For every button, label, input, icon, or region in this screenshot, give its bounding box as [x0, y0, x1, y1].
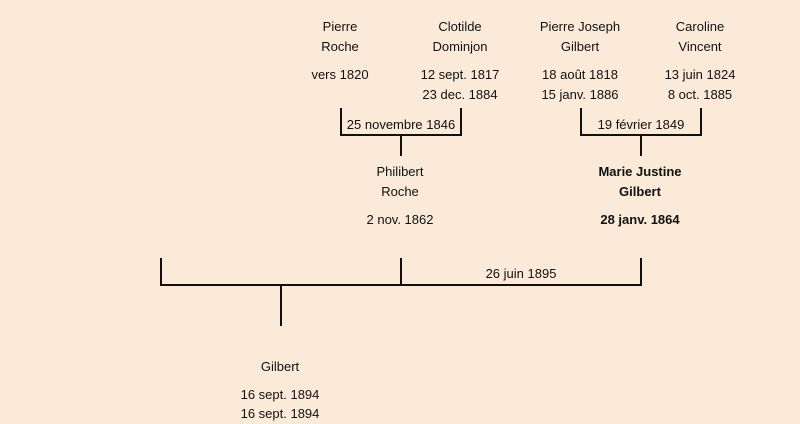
connector-line: [280, 285, 282, 326]
last-name: Gilbert: [560, 39, 600, 54]
birth-date: 13 juin 1824: [664, 67, 736, 82]
birth-date: 2 nov. 1862: [366, 212, 434, 227]
last-name: Roche: [321, 39, 359, 54]
first-name: Philibert: [376, 164, 424, 179]
death-date: 16 sept. 1894: [240, 406, 320, 421]
connector-line: [460, 108, 462, 136]
death-date: 15 janv. 1886: [541, 87, 619, 102]
last-name: Gilbert: [619, 184, 661, 199]
birth-date: vers 1820: [311, 67, 369, 82]
first-name: Pierre: [322, 19, 358, 34]
death-date: 23 dec. 1884: [422, 87, 498, 102]
connector-line: [400, 258, 402, 286]
connector-line: [700, 108, 702, 136]
death-date: 8 oct. 1885: [667, 87, 733, 102]
connector-line: [160, 284, 642, 286]
birth-date: 12 sept. 1817: [420, 67, 500, 82]
marriage-date: 25 novembre 1846: [346, 117, 456, 132]
connector-line: [340, 108, 342, 136]
connector-line: [580, 108, 582, 136]
marriage-date: 26 juin 1895: [485, 266, 557, 281]
marriage-date: 19 février 1849: [597, 117, 685, 132]
first-name: Clotilde: [438, 19, 482, 34]
last-name: Roche: [381, 184, 419, 199]
connector-line: [640, 258, 642, 286]
first-name: Caroline: [675, 19, 725, 34]
first-name: Marie Justine: [598, 164, 682, 179]
first-name: Pierre Joseph: [539, 19, 621, 34]
connector-line: [640, 135, 642, 156]
birth-date: 18 août 1818: [542, 67, 618, 82]
connector-line: [160, 258, 162, 286]
birth-date: 16 sept. 1894: [240, 387, 320, 402]
connector-line: [400, 135, 402, 156]
last-name: Gilbert: [260, 359, 300, 374]
last-name: Dominjon: [432, 39, 488, 54]
birth-date: 28 janv. 1864: [600, 212, 680, 227]
last-name: Vincent: [678, 39, 722, 54]
